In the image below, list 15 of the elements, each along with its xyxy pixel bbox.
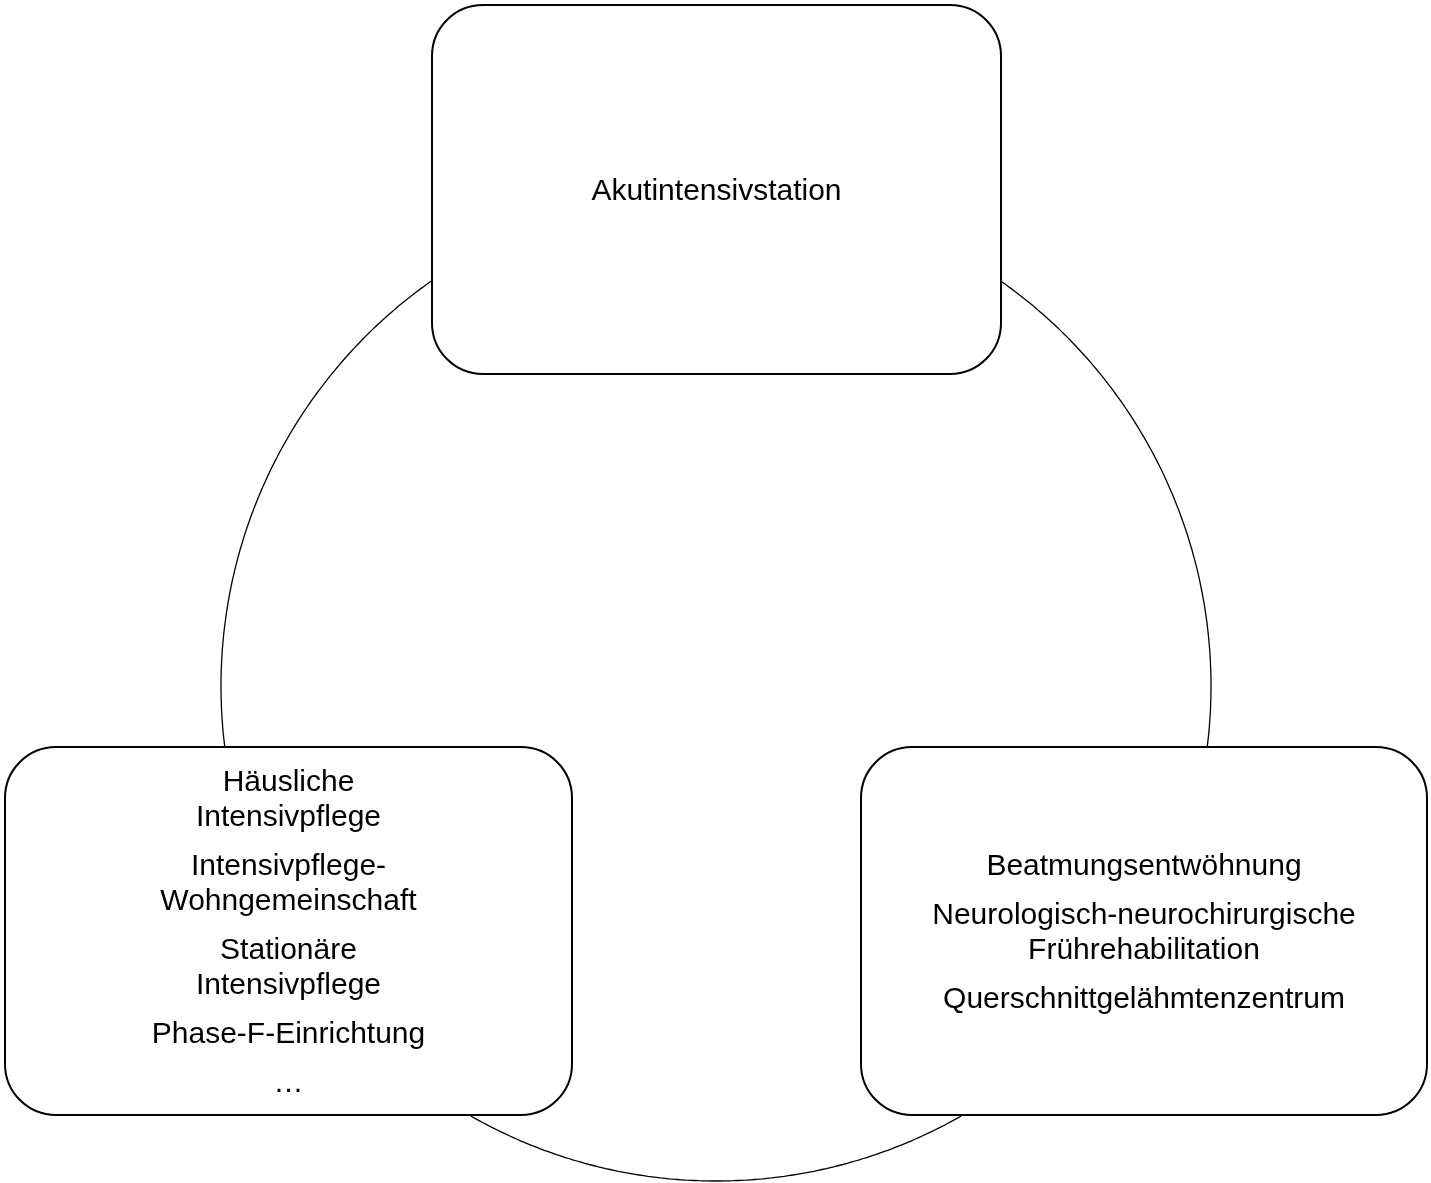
box-text: Phase-F-Einrichtung <box>151 1015 426 1050</box>
arc-connector <box>470 1115 962 1182</box>
rounded-box <box>4 746 573 1116</box>
box-text: Neurologisch-neurochirurgische Frührehabilitation <box>931 896 1357 966</box>
box-text: Querschnittgelähmtenzentrum <box>943 980 1345 1015</box>
arc-connector <box>220 280 432 747</box>
box-text: Akutintensivstation <box>591 172 842 207</box>
rounded-box <box>431 4 1002 375</box>
arc-connector <box>1001 281 1212 747</box>
box-text: Häusliche Intensivpflege <box>194 763 383 833</box>
box-text: Intensivpflege- Wohngemeinschaft <box>159 847 418 917</box>
box-text: Beatmungsentwöhnung <box>986 847 1302 882</box>
box-text: … <box>273 1064 304 1099</box>
box-text: Stationäre Intensivpflege <box>194 931 383 1001</box>
rounded-box <box>860 746 1428 1116</box>
